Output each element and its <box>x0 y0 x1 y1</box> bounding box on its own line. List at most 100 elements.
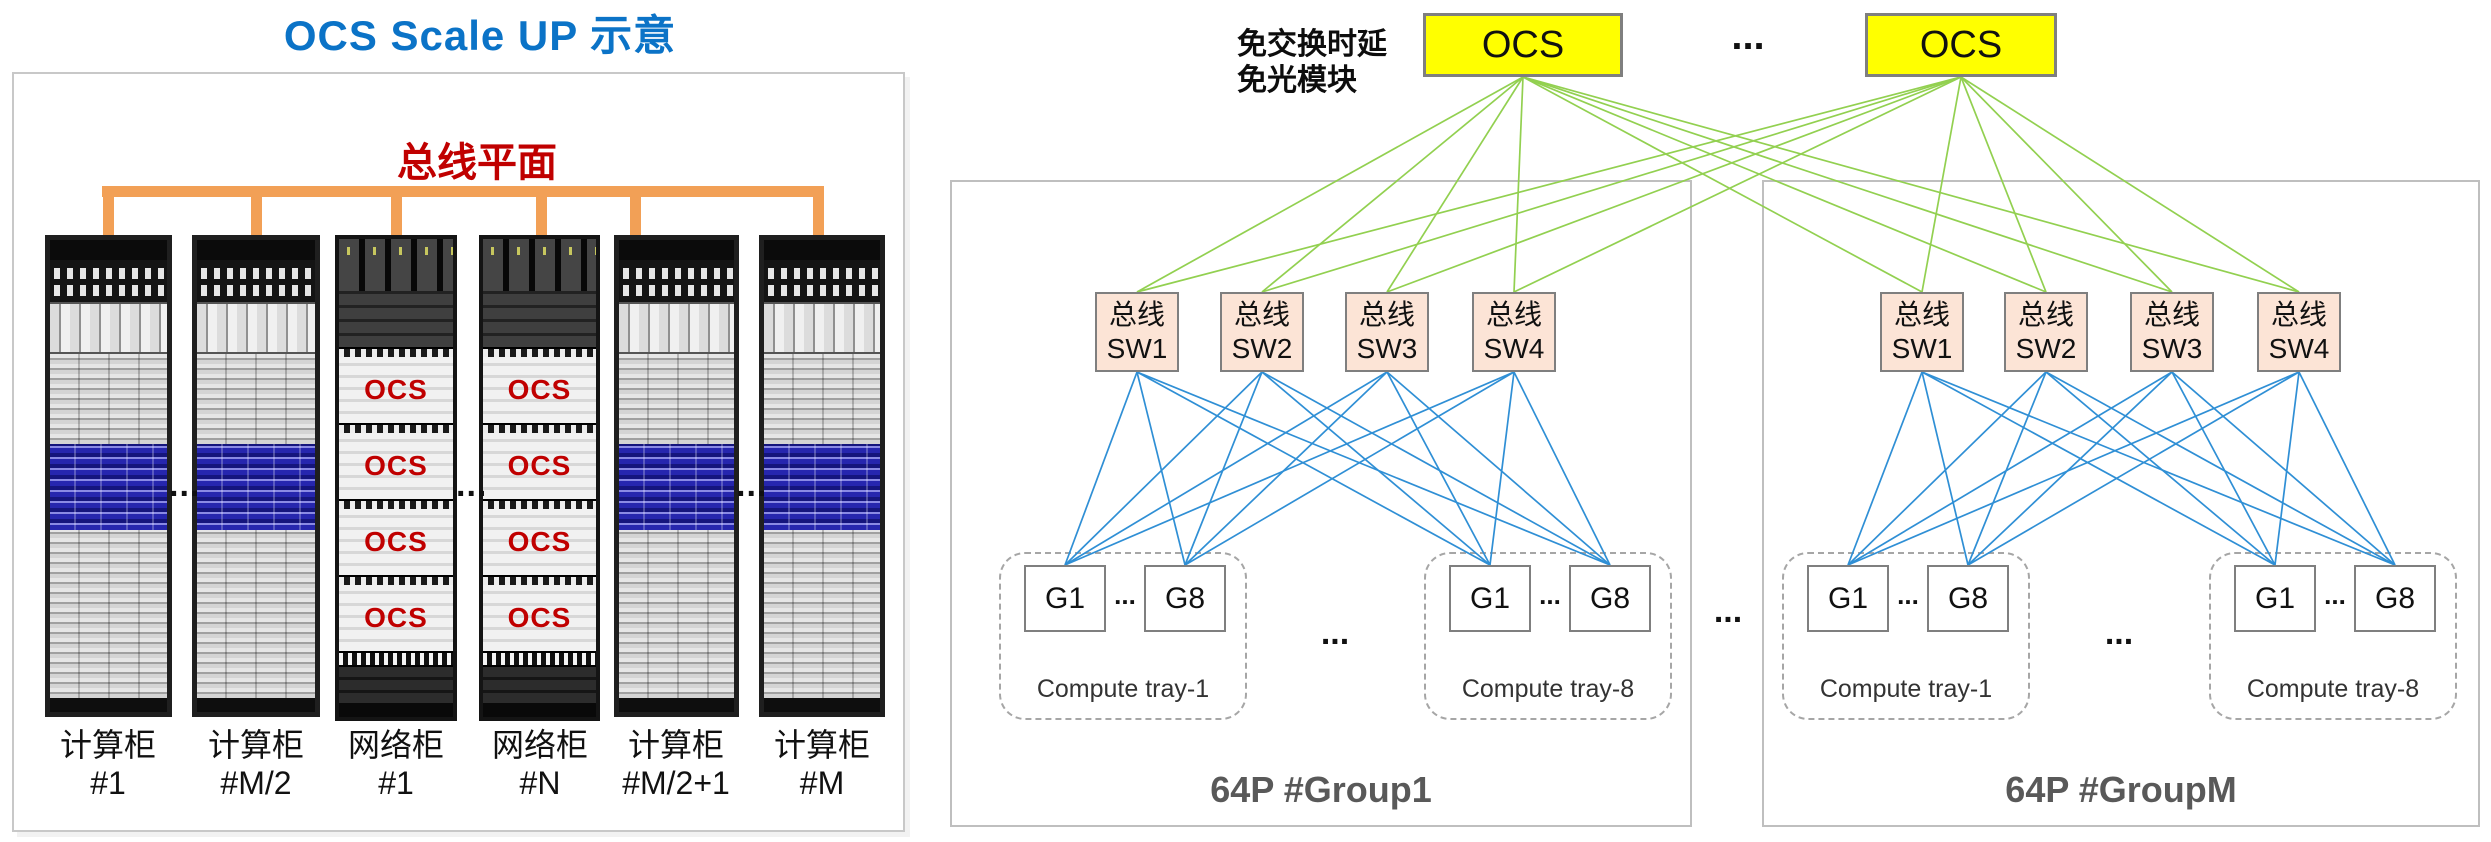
rack-top-panel <box>197 240 315 260</box>
bus-plane-label: 总线平面 <box>397 141 557 185</box>
rack-label: 计算柜#M <box>773 727 870 801</box>
rack-port-rows <box>50 260 167 302</box>
rack-blank-panels <box>483 291 596 347</box>
rack-base <box>483 703 596 717</box>
port-strip <box>339 347 453 357</box>
rack-blue-section <box>197 444 315 530</box>
rack-base <box>50 698 167 712</box>
bus-drop-line <box>251 186 262 238</box>
rack-label: 计算柜#1 <box>59 727 156 801</box>
ocs-box: OCS <box>1423 13 1623 77</box>
left-panel: 总线平面 <box>12 72 905 832</box>
compute-tray: G1 ... G8 Compute tray-8 <box>1424 552 1672 720</box>
ocs-unit: OCS <box>483 499 596 575</box>
rack-port-rows <box>619 260 734 302</box>
ocs-unit-label: OCS <box>507 450 572 481</box>
rack-label: 计算柜#M/2 <box>207 727 304 801</box>
bus-drop-line <box>630 186 641 238</box>
ocs-unit: OCS <box>339 423 453 499</box>
rack-label: 计算柜#M/2+1 <box>622 727 730 801</box>
compute-tray: G1 ... G8 Compute tray-8 <box>2209 552 2457 720</box>
tray-label: Compute tray-1 <box>1036 675 1210 703</box>
ocs-unit: OCS <box>483 347 596 423</box>
rack-base <box>619 698 734 712</box>
rack-blank-panels <box>339 291 453 347</box>
port-strip <box>483 575 596 585</box>
rack-compute-3 <box>614 235 739 717</box>
g-box: G8 <box>1569 565 1651 632</box>
g-box: G8 <box>1927 565 2009 632</box>
rack-server-section <box>197 354 315 444</box>
ocs-unit: OCS <box>339 347 453 423</box>
rack-server-section <box>619 354 734 444</box>
port-strip <box>483 651 596 667</box>
tray-ellipsis: ... <box>1320 614 1350 652</box>
g-box: G1 <box>1024 565 1106 632</box>
bus-drop-line <box>813 186 824 238</box>
port-strip <box>339 499 453 509</box>
rack-label: 网络柜#1 <box>347 727 444 801</box>
group-label: 64P #GroupM <box>2005 769 2237 810</box>
g-ellipsis: ... <box>1114 580 1136 610</box>
ocs-unit-label: OCS <box>507 374 572 405</box>
ocs-unit: OCS <box>483 575 596 651</box>
ocs-unit: OCS <box>483 423 596 499</box>
rack-top-panel <box>764 240 880 260</box>
g-box: G8 <box>2354 565 2436 632</box>
tray-label: Compute tray-8 <box>1461 675 1635 703</box>
tray-ellipsis: ... <box>2104 614 2134 652</box>
ocs-unit-label: OCS <box>507 526 572 557</box>
g-box: G8 <box>1144 565 1226 632</box>
ocs-unit-label: OCS <box>364 450 428 481</box>
rack-dark-panels <box>483 667 596 703</box>
ocs-unit-label: OCS <box>364 526 428 557</box>
ocs-unit-label: OCS <box>364 602 428 633</box>
port-strip <box>483 423 596 433</box>
bus-plane-line <box>102 186 824 197</box>
port-strip <box>483 347 596 357</box>
g-ellipsis: ... <box>1897 580 1919 610</box>
rack-top-panel <box>619 240 734 260</box>
rack-server-section <box>50 530 167 698</box>
g-box: G1 <box>2234 565 2316 632</box>
rack-ellipsis: ... <box>169 466 201 504</box>
rack-blue-section <box>764 444 880 530</box>
bus-drop-line <box>391 186 402 238</box>
rack-blue-section <box>50 444 167 530</box>
rack-switch-chassis <box>483 239 596 291</box>
ocs-unit: OCS <box>339 575 453 651</box>
g-ellipsis: ... <box>2324 580 2346 610</box>
bus-drop-line <box>103 186 114 238</box>
annotation-no-switch-latency: 免交换时延 免光模块 <box>1237 28 1387 97</box>
rack-network-2: OCS OCS OCS OCS <box>479 235 600 721</box>
rack-top-panel <box>50 240 167 260</box>
compute-tray: G1 ... G8 Compute tray-1 <box>1782 552 2030 720</box>
group-label: 64P #Group1 <box>1210 769 1432 810</box>
rack-server-section <box>619 530 734 698</box>
rack-server-section <box>50 354 167 444</box>
rack-ellipsis: ... <box>736 466 768 504</box>
ocs-unit: OCS <box>339 499 453 575</box>
rack-base <box>764 698 880 712</box>
port-strip <box>339 651 453 667</box>
compute-tray: G1 ... G8 Compute tray-1 <box>999 552 1247 720</box>
ocs-ellipsis: ... <box>1731 14 1765 58</box>
rack-server-section <box>764 530 880 698</box>
ocs-box: OCS <box>1865 13 2057 77</box>
port-strip <box>339 423 453 433</box>
bus-drop-line <box>536 186 547 238</box>
rack-compute-4 <box>759 235 885 717</box>
tray-label: Compute tray-1 <box>1819 675 1993 703</box>
rack-slat-section <box>619 302 734 354</box>
g-box: G1 <box>1449 565 1531 632</box>
rack-dark-panels <box>339 667 453 703</box>
group-ellipsis: ... <box>1713 592 1743 630</box>
rack-switch-chassis <box>339 239 453 291</box>
